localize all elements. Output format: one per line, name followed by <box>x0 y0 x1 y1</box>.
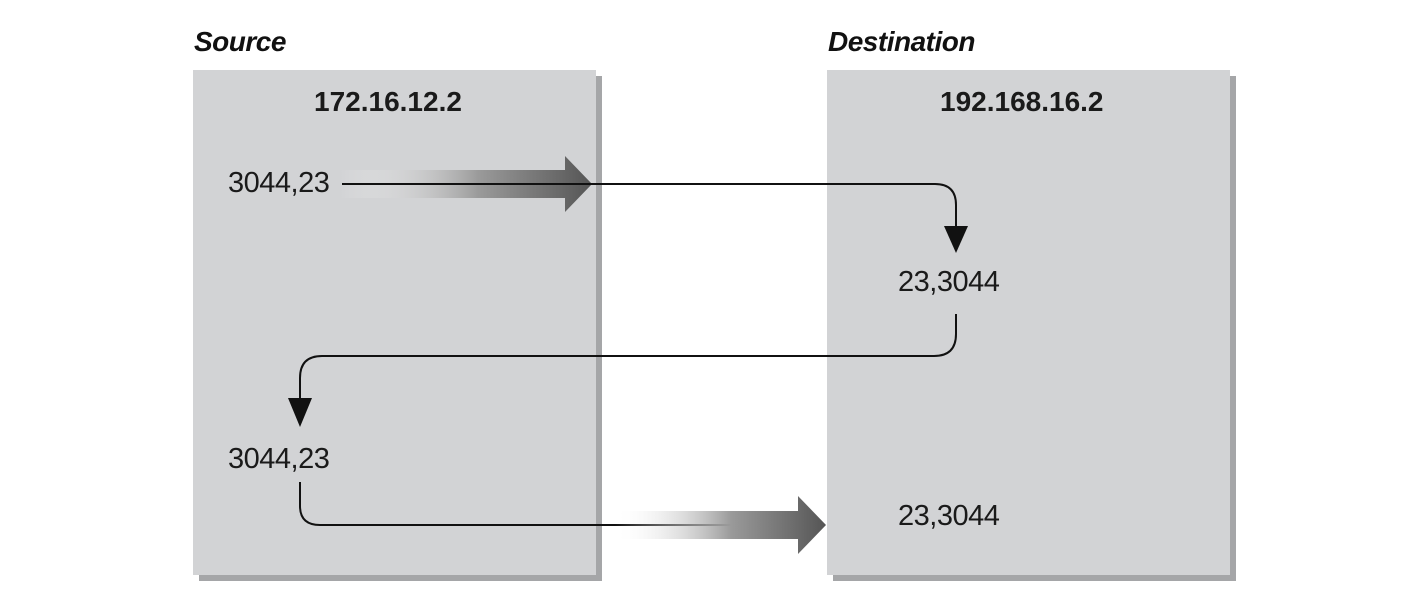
destination-ip: 192.168.16.2 <box>940 86 1104 117</box>
destination-ports-out: 23,3044 <box>898 500 1000 532</box>
source-ip: 172.16.12.2 <box>314 86 462 117</box>
source-box <box>193 70 596 575</box>
flow-line-3 <box>299 482 800 526</box>
outbound-arrow-2 <box>615 496 826 554</box>
destination-title: Destination <box>828 26 975 57</box>
flow-line-1 <box>342 183 957 232</box>
source-ports-out: 3044,23 <box>228 167 330 199</box>
source-title: Source <box>194 26 286 57</box>
arrowhead-1 <box>944 226 968 253</box>
source-ports-in: 3044,23 <box>228 443 330 475</box>
destination-box <box>827 70 1230 575</box>
arrowhead-2 <box>288 398 312 427</box>
flow-line-2 <box>299 314 957 400</box>
destination-ports-in: 23,3044 <box>898 266 1000 298</box>
